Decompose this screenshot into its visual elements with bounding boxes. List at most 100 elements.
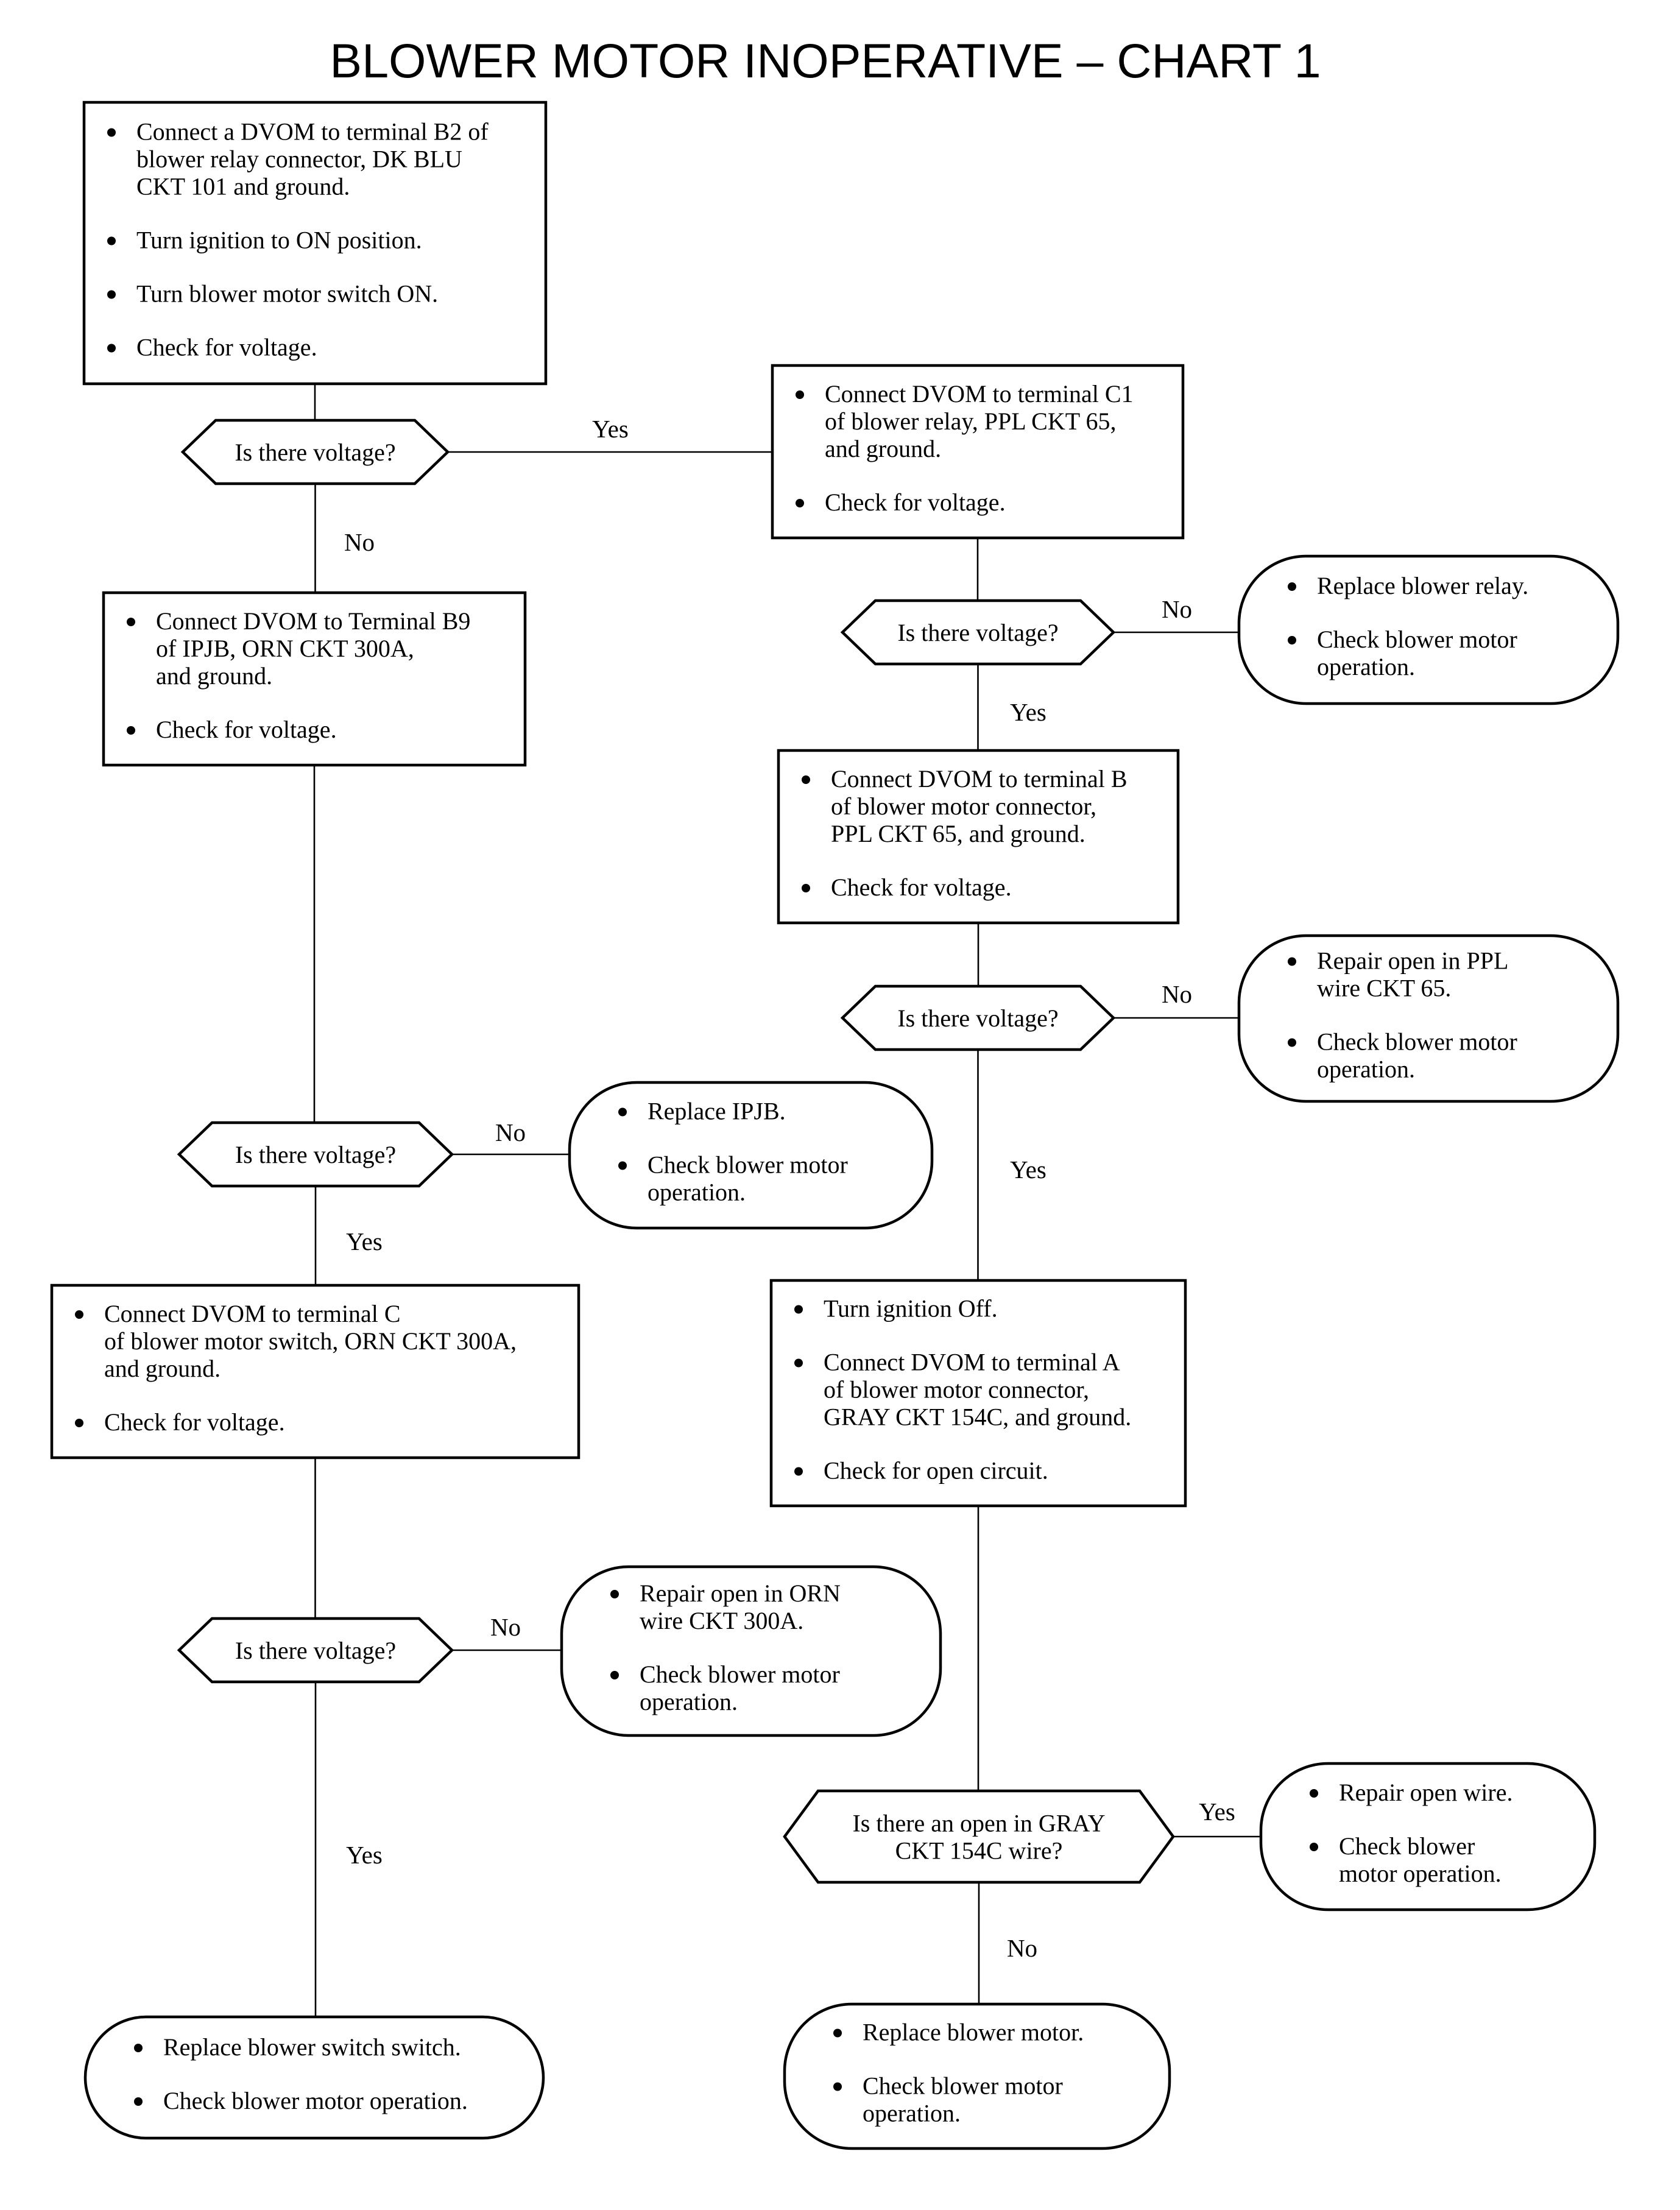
node-text: Check for open circuit.	[824, 1457, 1048, 1485]
node-d4: Is there voltage?	[177, 1121, 454, 1188]
bullet-icon	[1288, 636, 1296, 644]
node-text: blower relay connector, DK BLU	[136, 146, 462, 173]
node-text: of blower motor switch, ORN CKT 300A,	[104, 1327, 517, 1355]
node-t1: Replace blower relay. Check blower motoro…	[1237, 554, 1620, 705]
node-text: operation.	[640, 1688, 738, 1715]
terminal-box	[1259, 1762, 1597, 1912]
node-text: operation.	[648, 1179, 746, 1206]
node-text: operation.	[863, 2100, 961, 2127]
node-text: GRAY CKT 154C, and ground.	[824, 1403, 1131, 1431]
bullet-icon	[618, 1107, 627, 1117]
decision-diamond	[840, 599, 1116, 666]
node-text: Replace IPJB.	[648, 1098, 786, 1125]
node-text: of blower motor connector,	[824, 1376, 1089, 1403]
node-t3: Replace IPJB.Check blower motoroperation…	[568, 1081, 934, 1230]
bullet-icon	[107, 128, 116, 137]
bullet-icon	[833, 2082, 842, 2091]
decision-diamond	[783, 1789, 1175, 1884]
node-text: Repair open wire.	[1339, 1779, 1512, 1806]
terminal-box	[560, 1565, 942, 1737]
bullet-icon	[127, 618, 135, 626]
edge-label: Yes	[1010, 1156, 1046, 1184]
node-text: of blower relay, PPL CKT 65,	[825, 408, 1116, 435]
node-text: Connect DVOM to terminal C1	[825, 380, 1134, 408]
decision-text: Is there voltage?	[235, 439, 395, 466]
process-box	[82, 101, 548, 386]
bullet-icon	[107, 344, 116, 353]
node-text: Repair open in ORN	[640, 1580, 841, 1607]
node-text: Check for voltage.	[104, 1408, 285, 1436]
bullet-icon	[75, 1310, 83, 1319]
terminal-box	[83, 2015, 545, 2140]
node-text: Replace blower relay.	[1317, 572, 1528, 599]
edge-label: No	[490, 1613, 521, 1641]
bullet-icon	[134, 2097, 143, 2106]
bullet-icon	[794, 1358, 803, 1368]
bullet-icon	[1310, 1789, 1318, 1798]
decision-diamond	[840, 984, 1116, 1051]
decision-text: Is there voltage?	[235, 1637, 396, 1664]
node-text: Check blower motor	[1317, 626, 1517, 653]
bullet-icon	[134, 2044, 143, 2052]
node-text: Repair open in PPL	[1317, 947, 1508, 975]
node-text: Check for voltage.	[831, 874, 1012, 901]
bullet-icon	[610, 1590, 619, 1598]
node-text: wire CKT 65.	[1317, 975, 1451, 1002]
node-text: Check blower motor operation.	[163, 2087, 468, 2114]
node-text: Connect a DVOM to terminal B2 of	[136, 118, 489, 146]
process-box	[102, 591, 527, 767]
bullet-icon	[1288, 957, 1296, 966]
node-text: Replace blower switch switch.	[163, 2033, 461, 2061]
node-d1: Is there voltage?	[180, 418, 450, 485]
node-text: Turn blower motor switch ON.	[136, 280, 438, 308]
node-d5: Is there voltage?	[177, 1617, 454, 1684]
node-d3: Is there voltage?	[840, 984, 1116, 1051]
bullet-icon	[1310, 1843, 1318, 1851]
bullet-icon	[618, 1161, 627, 1170]
node-d2: Is there voltage?	[840, 599, 1116, 666]
node-text: and ground.	[825, 435, 941, 462]
chart-title: BLOWER MOTOR INOPERATIVE – CHART 1	[330, 34, 1321, 88]
node-text: CKT 101 and ground.	[136, 173, 350, 200]
decision-diamond	[177, 1617, 454, 1684]
edge-label: No	[1162, 595, 1192, 623]
node-text: operation.	[1317, 653, 1415, 680]
decision-text: Is there voltage?	[897, 1004, 1058, 1032]
node-text: Connect DVOM to terminal A	[824, 1349, 1120, 1376]
bullet-icon	[794, 1467, 803, 1476]
bullet-icon	[610, 1671, 619, 1679]
process-box	[777, 749, 1180, 925]
edge-label: Yes	[1010, 698, 1046, 726]
node-s4: Connect DVOM to terminal Bof blower moto…	[777, 749, 1180, 925]
node-text: of IPJB, ORN CKT 300A,	[156, 635, 414, 662]
edge-label: No	[1007, 1934, 1037, 1962]
bullet-icon	[107, 290, 116, 299]
process-box	[769, 1279, 1187, 1508]
node-s6: Turn ignition Off.Connect DVOM to termin…	[769, 1279, 1187, 1508]
decision-text: CKT 154C wire?	[895, 1837, 1063, 1865]
node-text: Check blower motor	[863, 2072, 1063, 2100]
edge-label: No	[495, 1118, 526, 1146]
node-text: Turn ignition to ON position.	[136, 227, 422, 254]
bullet-icon	[1288, 582, 1296, 591]
decision-diamond	[177, 1121, 454, 1188]
bullet-icon	[794, 1305, 803, 1314]
edge-label: No	[344, 528, 375, 556]
bullet-icon	[796, 499, 804, 507]
bullet-icon	[107, 236, 116, 245]
bullet-icon	[1288, 1038, 1296, 1047]
node-text: Check blower	[1339, 1832, 1475, 1860]
node-text: of blower motor connector,	[831, 793, 1096, 820]
node-text: and ground.	[104, 1355, 221, 1382]
node-text: Check for voltage.	[156, 716, 337, 743]
process-box	[771, 364, 1185, 540]
process-box	[50, 1283, 581, 1460]
node-text: Connect DVOM to terminal B	[831, 765, 1128, 793]
edge-label: Yes	[1199, 1798, 1235, 1826]
